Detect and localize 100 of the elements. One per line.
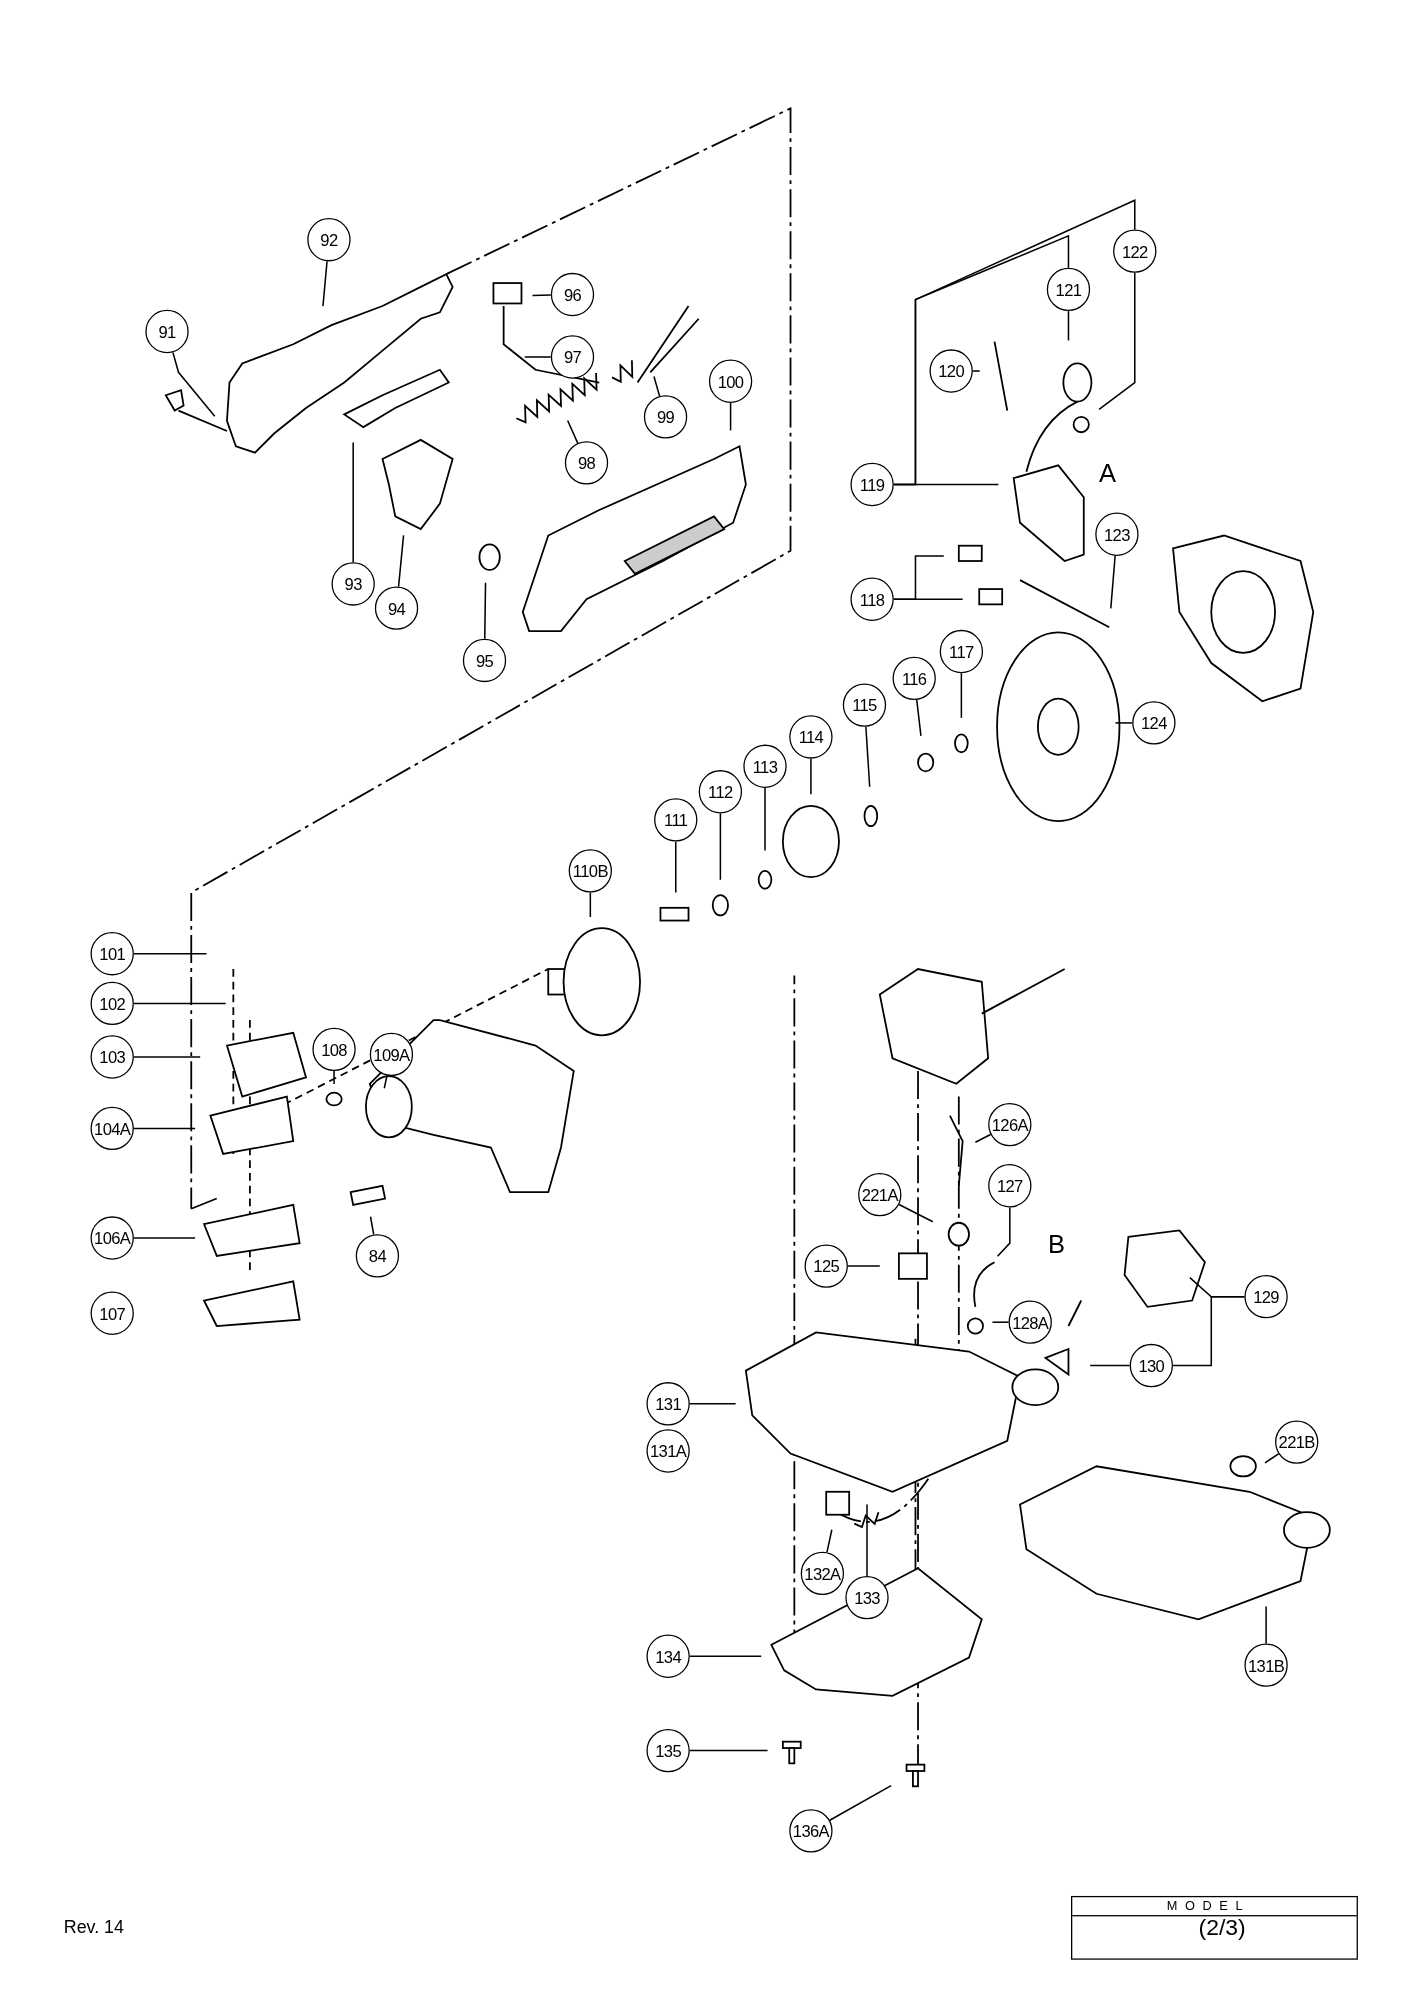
callout-number: 110B bbox=[568, 849, 612, 893]
leader-line bbox=[133, 1056, 201, 1058]
leader-line bbox=[333, 1070, 335, 1085]
leader-line bbox=[1265, 1605, 1267, 1645]
leader-line bbox=[1098, 272, 1136, 411]
callout-number: 100 bbox=[708, 359, 753, 403]
callout-number: 109A bbox=[369, 1032, 414, 1077]
leader-line bbox=[996, 1206, 1011, 1257]
callout-number: 111 bbox=[654, 798, 698, 842]
callout-number: 221B bbox=[1275, 1420, 1319, 1464]
leader-line bbox=[531, 294, 552, 297]
callout-number: 99 bbox=[643, 395, 688, 439]
callout-number: 124 bbox=[1132, 701, 1176, 745]
callout-number: 101 bbox=[90, 932, 134, 976]
sheet-number: (2/3) bbox=[1198, 1915, 1246, 1942]
leader-line bbox=[866, 1503, 868, 1577]
leader-line bbox=[133, 952, 208, 955]
reference-letter: A bbox=[1099, 459, 1117, 489]
leader-line bbox=[369, 1216, 375, 1236]
leader-line bbox=[689, 1749, 769, 1752]
callout-number: 98 bbox=[564, 441, 609, 485]
leader-line bbox=[322, 260, 328, 307]
title-block-header: MODEL bbox=[1166, 1898, 1251, 1913]
callout-number: 130 bbox=[1129, 1343, 1173, 1388]
leader-line bbox=[675, 840, 677, 894]
leader-line bbox=[484, 581, 487, 640]
callout-number: 117 bbox=[939, 629, 984, 674]
callout-number: 118 bbox=[850, 577, 894, 621]
callout-number: 125 bbox=[804, 1244, 848, 1288]
callout-number: 92 bbox=[307, 218, 351, 262]
callout-number: 94 bbox=[374, 586, 419, 630]
leader-line bbox=[689, 1403, 737, 1405]
callout-number: 134 bbox=[646, 1634, 690, 1678]
callout-number: 131A bbox=[646, 1429, 690, 1473]
callout-number: 112 bbox=[698, 770, 743, 814]
callout-number: 96 bbox=[550, 272, 595, 317]
leader-line bbox=[826, 1529, 833, 1553]
callout-number: 107 bbox=[90, 1291, 134, 1335]
callout-number: 95 bbox=[462, 638, 507, 683]
leader-line bbox=[960, 672, 963, 719]
leader-line bbox=[1114, 722, 1133, 724]
callout-number: 97 bbox=[550, 335, 595, 379]
callout-number: 119 bbox=[850, 462, 894, 507]
leader-line bbox=[729, 402, 732, 432]
leader-line bbox=[524, 356, 552, 358]
leader-line bbox=[653, 375, 661, 397]
leader-line bbox=[1067, 310, 1070, 342]
leader-line bbox=[352, 441, 354, 564]
callout-number: 113 bbox=[743, 744, 787, 788]
callout-number: 121 bbox=[1046, 267, 1091, 312]
leader-line bbox=[133, 1127, 196, 1130]
leader-line bbox=[397, 534, 405, 588]
leader-line bbox=[1264, 1453, 1280, 1464]
leader-line bbox=[972, 370, 981, 372]
leader-line bbox=[566, 419, 579, 444]
callout-number: 114 bbox=[789, 715, 833, 759]
leader-line bbox=[1172, 1295, 1246, 1367]
callout-number: 103 bbox=[90, 1035, 134, 1079]
callout-number: 116 bbox=[892, 656, 936, 700]
callout-number: 133 bbox=[845, 1575, 889, 1620]
callout-number: 135 bbox=[646, 1728, 690, 1773]
leader-line bbox=[133, 1002, 227, 1005]
leader-line bbox=[893, 199, 1136, 486]
callout-number: 115 bbox=[842, 683, 887, 727]
callout-number: 102 bbox=[90, 981, 134, 1026]
callout-number: 126A bbox=[988, 1102, 1032, 1147]
leader-line bbox=[810, 757, 812, 796]
callout-number: 93 bbox=[331, 562, 375, 606]
callout-number: 104A bbox=[90, 1106, 134, 1151]
callout-number: 91 bbox=[145, 309, 189, 354]
callout-number: 123 bbox=[1095, 512, 1139, 556]
reference-letter: B bbox=[1048, 1230, 1066, 1260]
leader-line bbox=[991, 1321, 1010, 1323]
leader-line bbox=[915, 699, 922, 737]
leader-line bbox=[1089, 1364, 1131, 1367]
callout-number: 132A bbox=[800, 1551, 845, 1596]
callout-number: 129 bbox=[1244, 1275, 1288, 1319]
callout-number: 108 bbox=[312, 1027, 356, 1071]
callout-number: 122 bbox=[1113, 229, 1157, 273]
leader-line bbox=[1110, 555, 1116, 610]
leader-line bbox=[133, 1237, 196, 1239]
leader-line bbox=[974, 1133, 992, 1144]
revision-note: Rev. 14 bbox=[63, 1916, 124, 1937]
callout-number: 221A bbox=[858, 1173, 902, 1217]
leader-line bbox=[829, 1784, 892, 1821]
callout-number: 106A bbox=[90, 1216, 134, 1260]
callout-number: 84 bbox=[355, 1234, 400, 1278]
leader-line bbox=[865, 726, 871, 788]
callout-number: 120 bbox=[929, 349, 973, 393]
leader-line bbox=[719, 812, 722, 881]
leader-line bbox=[172, 351, 216, 417]
leader-line bbox=[589, 891, 592, 918]
leader-line bbox=[764, 787, 766, 852]
leader-line bbox=[898, 1203, 934, 1223]
callout-number: 136A bbox=[789, 1809, 833, 1853]
leader-line bbox=[893, 598, 964, 601]
callout-number: 127 bbox=[988, 1164, 1032, 1208]
leader-line bbox=[689, 1655, 762, 1657]
callout-number: 131 bbox=[646, 1382, 690, 1426]
callout-number: 128A bbox=[1008, 1300, 1052, 1344]
